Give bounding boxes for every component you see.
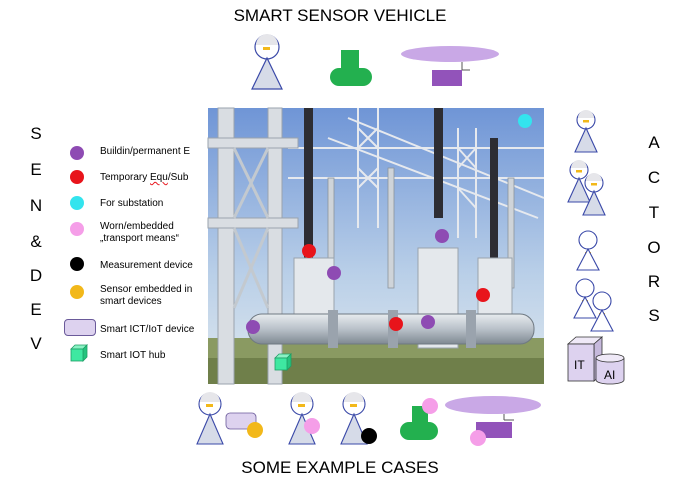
example-case-ground-vehicle xyxy=(400,398,438,440)
left-letter: E xyxy=(30,160,42,179)
legend-swatch-iot-hub xyxy=(70,344,88,362)
right-letter: S xyxy=(648,306,660,325)
drone-vehicle-icon xyxy=(401,46,499,86)
sensor-dot-purple xyxy=(246,320,260,334)
left-letter: D xyxy=(29,266,43,285)
legend-swatch-red xyxy=(70,170,84,184)
legend-label: Buildin/permanent E xyxy=(100,146,191,157)
sensor-dot-cyan xyxy=(518,114,532,128)
legend-swatch-pink xyxy=(70,222,84,236)
right-letter: R xyxy=(647,272,661,291)
sensor-dot-red xyxy=(389,317,403,331)
example-case-drone xyxy=(445,396,541,446)
example-case-person-ict-sensor xyxy=(196,392,263,445)
actor-group-icon xyxy=(573,278,614,332)
sensor-dot-purple xyxy=(421,315,435,329)
legend-label: Sensor embedded in smart devices xyxy=(100,284,193,307)
iot-hub-on-picture xyxy=(274,353,292,371)
right-letter: A xyxy=(648,133,660,152)
legend-label-part: /Sub xyxy=(167,172,189,183)
left-letter: E xyxy=(30,300,42,319)
legend-label: Temporary Equ/Sub xyxy=(100,172,188,184)
it-ai-systems-icon xyxy=(566,336,625,385)
bottom-title: SOME EXAMPLE CASES xyxy=(241,458,439,477)
legend-swatch-purple xyxy=(70,146,84,160)
legend-label: For substation xyxy=(100,198,164,209)
sensor-dot-purple xyxy=(435,229,449,243)
sensor-dot-red xyxy=(476,288,490,302)
ground-vehicle-icon xyxy=(330,50,372,86)
actor-person-icon xyxy=(574,110,598,153)
left-letter: N xyxy=(29,196,43,215)
ai-label: AI xyxy=(604,368,616,382)
left-letter: V xyxy=(30,334,42,353)
left-letter: & xyxy=(30,232,42,251)
it-label: IT xyxy=(574,358,585,372)
left-letter: S xyxy=(30,124,42,143)
legend-swatch-cyan xyxy=(70,196,84,210)
legend-label-part: Temporary xyxy=(100,172,151,183)
right-letter: T xyxy=(648,203,660,222)
sensor-dot-red xyxy=(302,244,316,258)
legend-label: Measurement device xyxy=(100,260,193,271)
actor-person-icon xyxy=(576,230,600,271)
legend-swatch-yellow xyxy=(70,285,84,299)
right-letter: C xyxy=(647,168,661,187)
legend-swatch-ict-device xyxy=(64,319,96,336)
legend-label: Smart IOT hub xyxy=(100,350,166,361)
right-letter: O xyxy=(647,238,661,257)
actor-group-icon xyxy=(567,160,606,216)
legend-label: Smart ICT/IoT device xyxy=(100,324,195,335)
substation-photo xyxy=(207,107,545,385)
example-case-person-worn xyxy=(288,392,320,445)
legend-label: Worn/embedded „transport means“ xyxy=(100,221,179,244)
legend-label-part: Equ xyxy=(150,172,168,183)
top-title: SMART SENSOR VEHICLE xyxy=(233,6,447,25)
example-case-person-measurement xyxy=(340,392,377,445)
legend-swatch-black xyxy=(70,257,84,271)
sensor-dot-purple xyxy=(327,266,341,280)
actor-person-icon xyxy=(251,34,283,90)
